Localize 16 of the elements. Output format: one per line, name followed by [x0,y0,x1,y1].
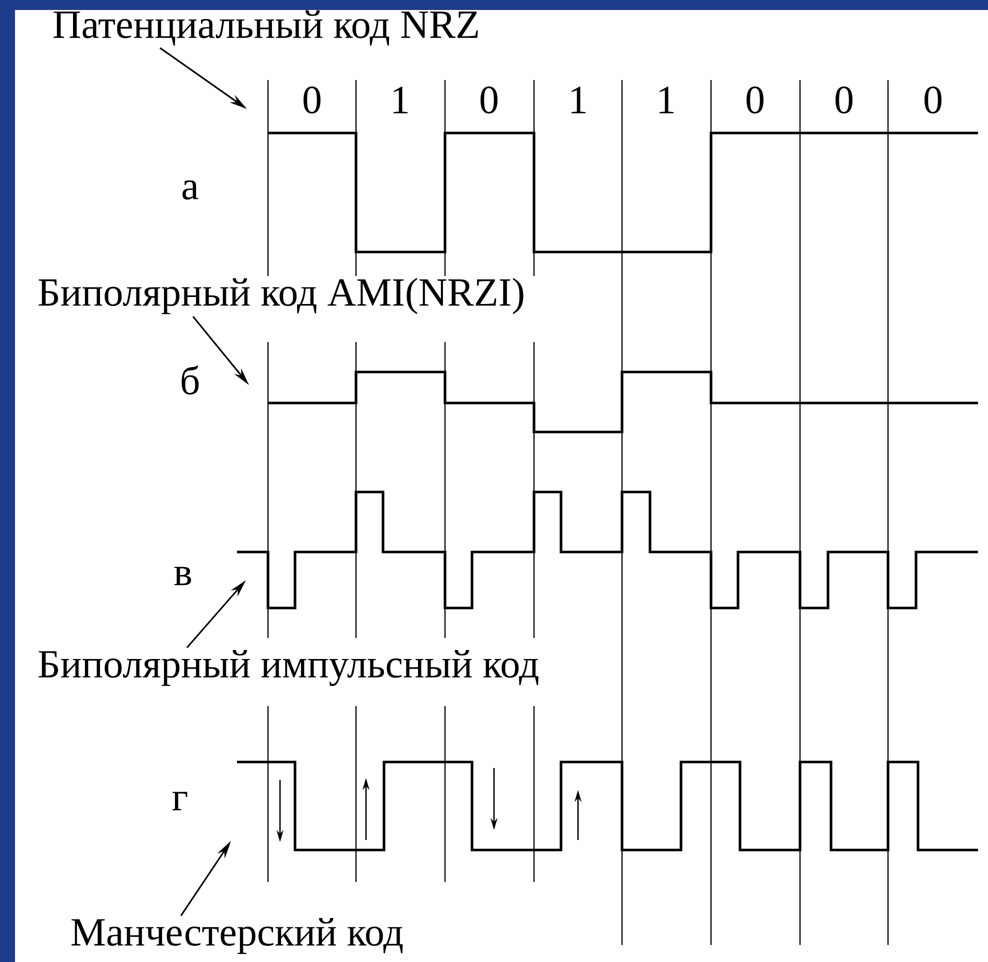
row-letter: а [182,180,198,200]
bit-label: 1 [394,86,408,114]
row-letter: в [174,566,192,586]
bit-label: 0 [746,86,764,114]
code-name: Биполярный код AMI(NRZI) [38,278,524,314]
bit-label: 1 [572,86,586,114]
bit-label: 0 [304,86,320,114]
row-letter: г [172,792,188,810]
row-letter: б [182,365,199,394]
code-name: Патенциальный код NRZ [54,10,478,46]
bit-label: 0 [924,86,942,114]
code-name: Манчестерский код [72,918,403,954]
bit-label: 0 [480,86,498,114]
code-name: Биполярный импульсный код [38,650,538,686]
bit-label: 1 [660,86,674,114]
bit-label: 0 [836,86,852,114]
